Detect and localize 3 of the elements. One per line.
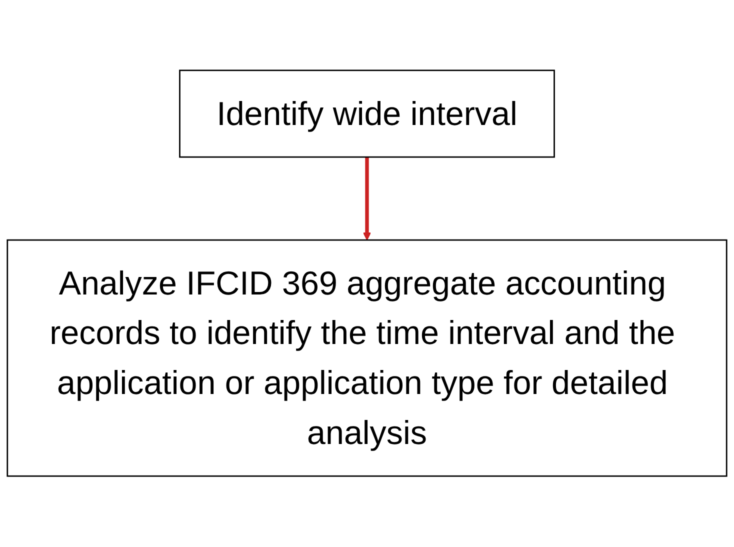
node-box: Identify wide interval (179, 70, 555, 158)
arrow (362, 157, 372, 241)
node-box: Analyze IFCID 369 aggregate accounting records to identify the time interval and the application or application type for detailed analysis (6, 240, 728, 478)
